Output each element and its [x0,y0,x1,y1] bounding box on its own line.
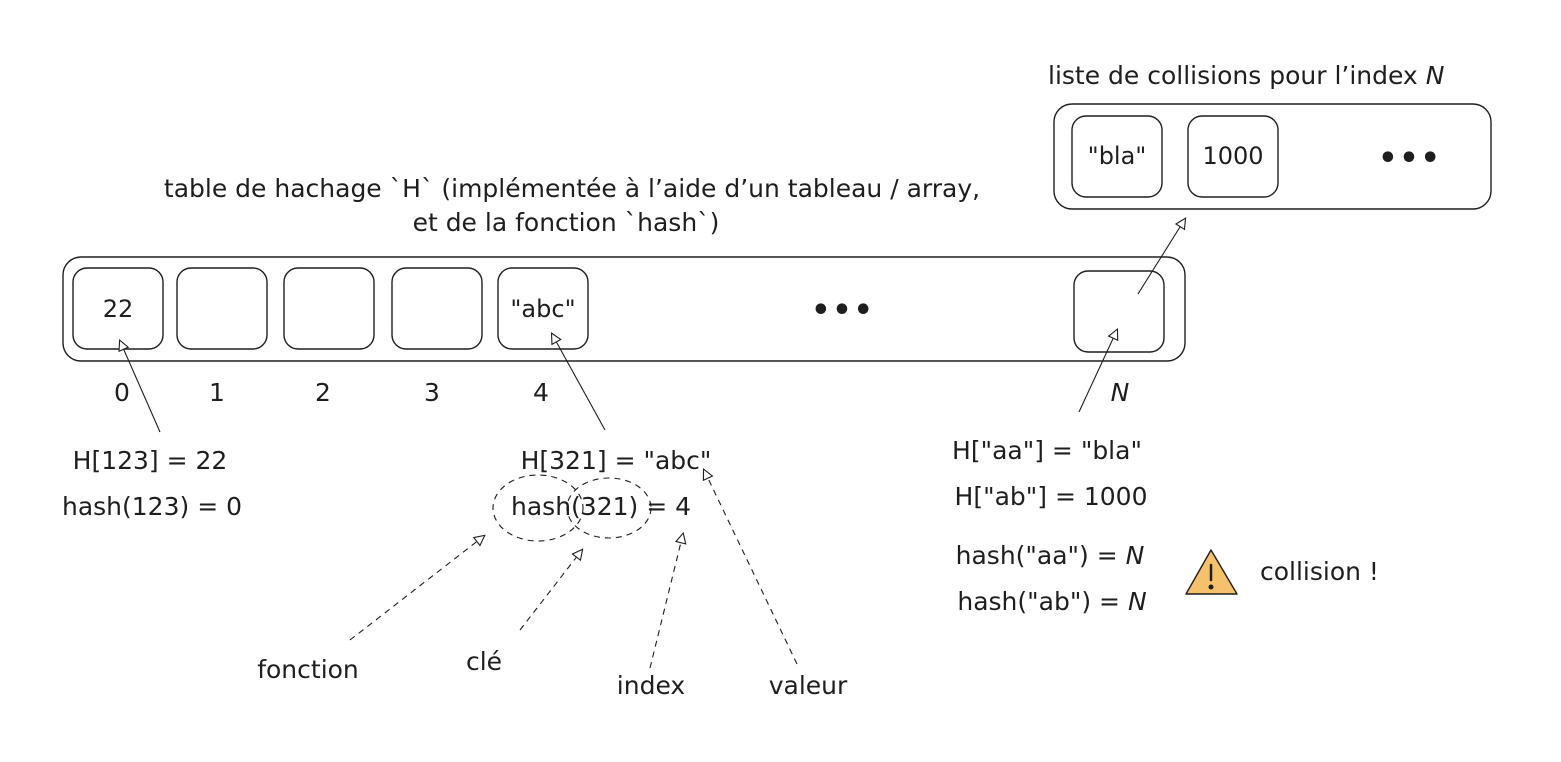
example-right-hash-aa: hash("aa") = N [956,541,1145,570]
example-mid-hash: hash(321) = 4 [511,492,691,521]
arrow-valeur [704,470,798,665]
collision-item-value: 1000 [1202,142,1263,170]
diagram-title-line1: table de hachage `H` (implémentée à l’ai… [164,174,980,203]
table-cell-2 [283,267,375,350]
example-right-assign-ab: H["ab"] = 1000 [955,482,1148,511]
annotation-index: index [617,671,685,700]
index-label-2: 2 [315,378,331,407]
table-cell-0: 22 [72,267,164,350]
key-highlight [566,477,652,539]
index-label-0: 0 [114,378,130,407]
annotation-valeur: valeur [769,671,848,700]
collision-item-1: 1000 [1187,115,1279,198]
table-cell-value: "abc" [510,295,575,323]
index-label-4: 4 [533,378,549,407]
example-right-hash-ab: hash("ab") = N [957,587,1147,616]
table-cell-4: "abc" [497,267,589,350]
arrow-index [649,534,683,669]
table-cell-n [1073,270,1165,353]
example-right-assign-aa: H["aa"] = "bla" [952,436,1142,465]
annotation-fonction: fonction [257,655,359,684]
warning-triangle-icon [1185,549,1238,595]
collision-list [1053,103,1492,210]
index-label-1: 1 [209,378,225,407]
arrow-cle [519,550,582,631]
index-label-n: N [1111,378,1130,407]
arrow-right-to-cell-n [1078,330,1117,413]
arrow-mid-to-cell-4 [552,334,606,431]
index-label-3: 3 [424,378,440,407]
arrow-cell-n-to-list [1137,219,1185,295]
example-left-hash: hash(123) = 0 [62,492,242,521]
collision-item-value: "bla" [1088,142,1147,170]
collision-list-ellipsis: ••• [1378,141,1442,176]
hash-table-array [62,256,1186,362]
table-cell-3 [391,267,483,350]
arrow-fonction [349,536,484,641]
annotation-cle: clé [466,647,502,676]
table-cell-value: 22 [103,295,134,323]
collision-label: collision ! [1260,557,1379,586]
arrow-left-to-cell-0 [120,341,161,433]
example-mid-assign: H[321] = "abc" [521,446,712,475]
collision-item-0: "bla" [1071,115,1163,198]
table-cell-1 [176,267,268,350]
diagram-title-line2: et de la fonction `hash`) [413,208,720,237]
example-left-assign: H[123] = 22 [73,446,228,475]
function-highlight [492,474,584,542]
collision-list-title: liste de collisions pour l’index N [1048,61,1445,90]
table-ellipsis: ••• [811,293,875,328]
